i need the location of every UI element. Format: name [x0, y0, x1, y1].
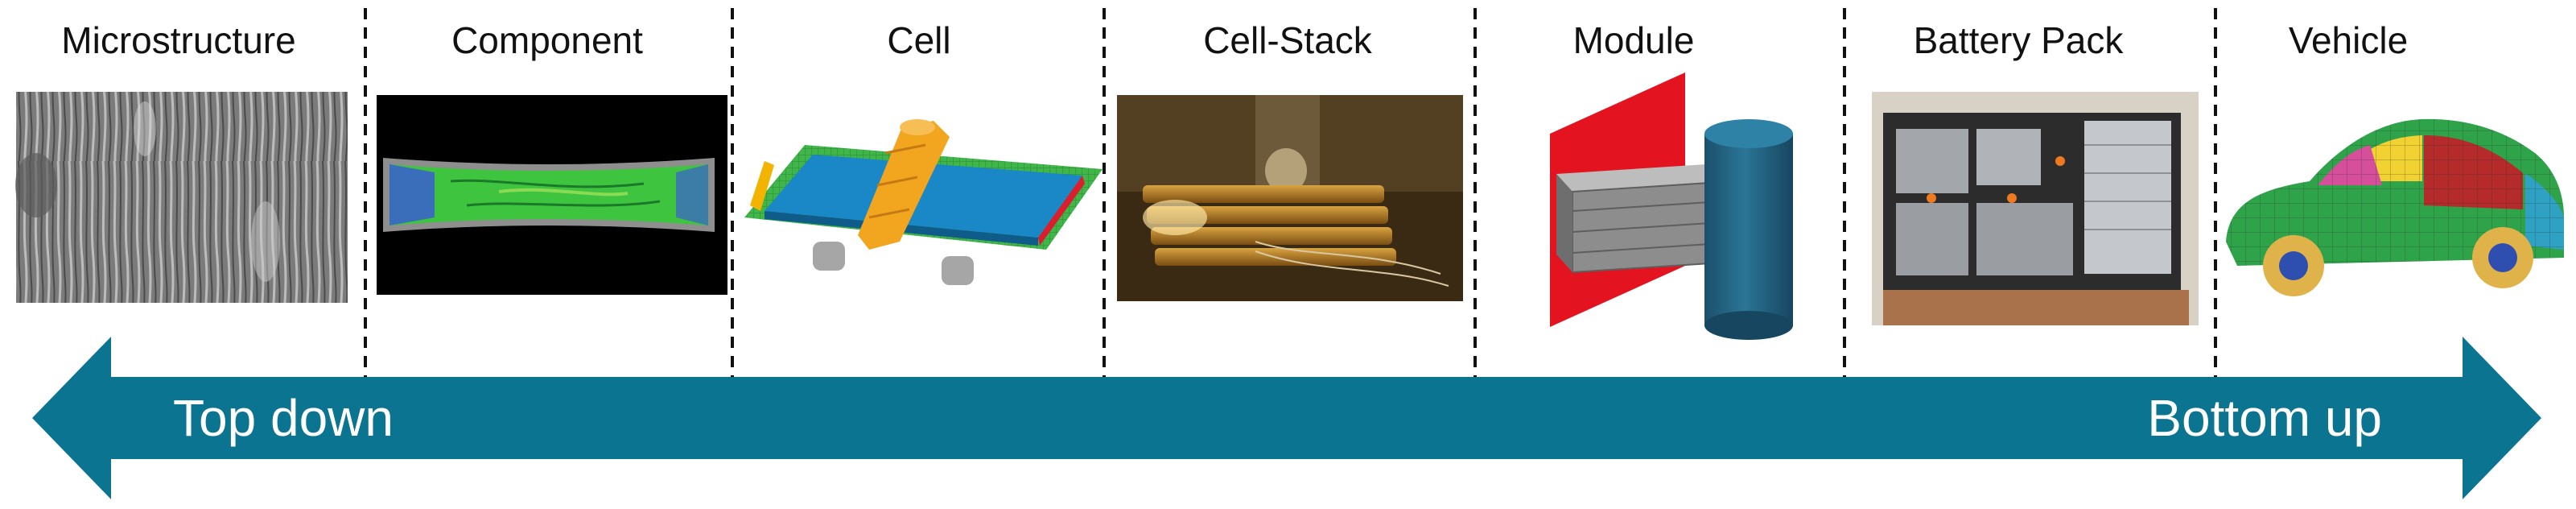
cell-image — [744, 119, 1103, 285]
scale-arrow: Top down Bottom up — [32, 337, 2541, 499]
cell-stack-image — [1117, 95, 1463, 301]
stage-label-cell-stack: Cell-Stack — [1203, 19, 1373, 61]
stage-label-microstructure: Microstructure — [61, 19, 295, 61]
arrow-label-top-down: Top down — [173, 389, 394, 447]
module-image — [1550, 72, 1793, 340]
stage-labels: Microstructure Component Cell Cell-Stack… — [61, 19, 2408, 61]
double-headed-arrow — [32, 337, 2541, 499]
battery-pack-image — [1872, 92, 2199, 325]
stage-dividers — [364, 8, 2217, 377]
stage-label-battery-pack: Battery Pack — [1914, 19, 2125, 61]
component-image — [377, 95, 727, 295]
microstructure-image — [15, 92, 348, 303]
stage-label-component: Component — [451, 19, 643, 61]
arrow-label-bottom-up: Bottom up — [2147, 389, 2382, 447]
vehicle-image — [2226, 118, 2564, 296]
stage-label-module: Module — [1573, 19, 1695, 61]
stage-label-cell: Cell — [887, 19, 950, 61]
stage-label-vehicle: Vehicle — [2289, 19, 2408, 61]
